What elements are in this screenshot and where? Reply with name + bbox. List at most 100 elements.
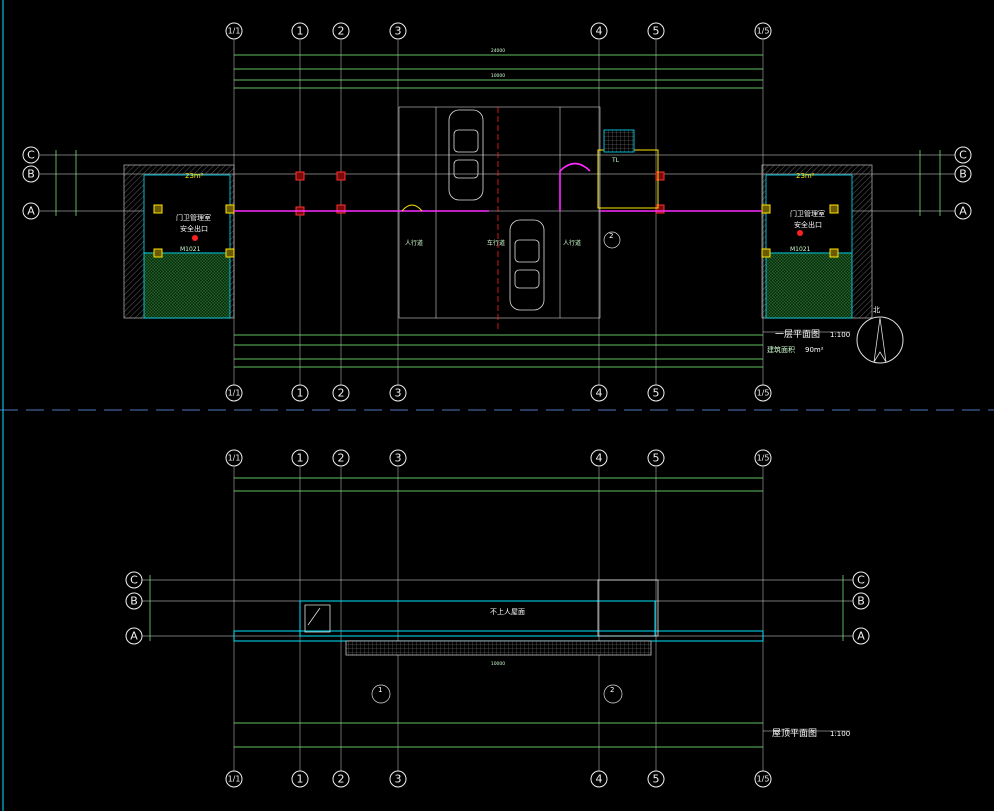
column-1 bbox=[225, 204, 235, 214]
plan-1: 24000 10000 23m² 23m² 门卫管理室 安全出口 门卫管理室 安… bbox=[22, 22, 972, 402]
svg-text:1: 1 bbox=[297, 387, 304, 400]
plan1-axes-left: CB A bbox=[22, 146, 40, 220]
mid-label-1: 人行道 bbox=[405, 239, 423, 247]
column-8 bbox=[655, 171, 665, 181]
svg-text:3: 3 bbox=[395, 25, 402, 38]
right-exit-marker bbox=[797, 230, 803, 236]
car-bottom bbox=[509, 219, 545, 311]
svg-text:C: C bbox=[857, 574, 865, 587]
column-7 bbox=[336, 204, 346, 214]
right-sign: 安全出口 bbox=[794, 220, 822, 229]
column-11 bbox=[761, 248, 771, 258]
svg-text:5: 5 bbox=[653, 452, 660, 465]
left-area: 23m² bbox=[185, 172, 204, 180]
axis2-bubble-right-0: C bbox=[852, 571, 870, 589]
svg-text:1/1: 1/1 bbox=[228, 775, 241, 784]
roof-canopy-grid bbox=[345, 640, 652, 656]
svg-text:A: A bbox=[27, 205, 35, 218]
left-guardhouse-toilet bbox=[143, 252, 231, 319]
axis-bubble-bottom-4: 4 bbox=[590, 384, 608, 402]
svg-text:C: C bbox=[27, 149, 35, 162]
axis-bubble-top-6: 1/5 bbox=[754, 22, 772, 40]
svg-text:1: 1 bbox=[297, 25, 304, 38]
axis-bubble-left-1: B bbox=[22, 165, 40, 183]
roof-parapet bbox=[299, 600, 656, 637]
svg-text:1/1: 1/1 bbox=[228, 454, 241, 463]
plan2-scale: 1:100 bbox=[830, 730, 850, 738]
left-exit-marker bbox=[192, 235, 198, 241]
right-area: 23m² bbox=[796, 172, 815, 180]
svg-text:4: 4 bbox=[596, 387, 603, 400]
svg-text:3: 3 bbox=[395, 452, 402, 465]
axis2-bubble-top-4: 4 bbox=[590, 449, 608, 467]
svg-text:2: 2 bbox=[338, 773, 345, 786]
axis-bubble-bottom-6: 1/5 bbox=[754, 384, 772, 402]
plan1-columns bbox=[153, 171, 839, 258]
svg-text:5: 5 bbox=[653, 25, 660, 38]
column-10 bbox=[761, 204, 771, 214]
axis2-bubble-bottom-2: 2 bbox=[332, 770, 350, 788]
axis2-bubble-left-2: A bbox=[125, 627, 143, 645]
roof-stair-house bbox=[597, 579, 659, 637]
axis2-bubble-top-5: 5 bbox=[647, 449, 665, 467]
svg-text:5: 5 bbox=[653, 773, 660, 786]
plan1-area-value: 90m² bbox=[805, 346, 824, 354]
svg-text:1/5: 1/5 bbox=[757, 389, 770, 398]
axis-bubble-top-2: 2 bbox=[332, 22, 350, 40]
axis-bubble-bottom-1: 1 bbox=[291, 384, 309, 402]
gate-canopy-outline bbox=[398, 106, 601, 319]
axis2-bubble-top-6: 1/5 bbox=[754, 449, 772, 467]
axis-bubble-top-0: 1/1 bbox=[225, 22, 243, 40]
detail-mark-1: 1 bbox=[378, 686, 382, 694]
svg-text:4: 4 bbox=[596, 25, 603, 38]
axis2-bubble-top-1: 1 bbox=[291, 449, 309, 467]
detail-mark-plan1: 2 bbox=[609, 232, 613, 240]
stair-block bbox=[603, 129, 635, 153]
plan1-scale: 1:100 bbox=[830, 331, 850, 339]
axis-bubble-bottom-5: 5 bbox=[647, 384, 665, 402]
detail-bubble-2 bbox=[603, 684, 623, 704]
roof-label: 不上人屋面 bbox=[490, 607, 525, 616]
axis2-bubble-left-1: B bbox=[125, 592, 143, 610]
svg-text:1: 1 bbox=[297, 452, 304, 465]
left-guardhouse-room bbox=[143, 174, 231, 254]
north-arrow bbox=[856, 316, 904, 364]
svg-text:1/5: 1/5 bbox=[757, 454, 770, 463]
guard-door-arc bbox=[559, 162, 591, 211]
axis2-bubble-top-3: 3 bbox=[389, 449, 407, 467]
plan1-title: 一层平面图 bbox=[775, 329, 820, 340]
axis2-bubble-bottom-6: 1/5 bbox=[754, 770, 772, 788]
axis-bubble-top-1: 1 bbox=[291, 22, 309, 40]
svg-text:4: 4 bbox=[596, 773, 603, 786]
column-9 bbox=[655, 204, 665, 214]
column-0 bbox=[153, 204, 163, 214]
axis-bubble-right-1: B bbox=[954, 165, 972, 183]
roof-hatch-left bbox=[304, 604, 331, 633]
axis2-bubble-bottom-1: 1 bbox=[291, 770, 309, 788]
svg-text:C: C bbox=[959, 149, 967, 162]
axis2-bubble-bottom-5: 5 bbox=[647, 770, 665, 788]
axis-bubble-right-0: C bbox=[954, 146, 972, 164]
axis2-bubble-left-0: C bbox=[125, 571, 143, 589]
svg-text:2: 2 bbox=[338, 452, 345, 465]
plan1-axes-right: CB A bbox=[954, 146, 972, 220]
axis-bubble-left-2: A bbox=[22, 202, 40, 220]
svg-text:A: A bbox=[959, 205, 967, 218]
left-sign: 安全出口 bbox=[180, 224, 208, 233]
svg-text:B: B bbox=[959, 168, 967, 181]
north-label: 北 bbox=[873, 306, 880, 314]
mid-label-2: 车行道 bbox=[487, 239, 505, 247]
right-guardhouse-toilet bbox=[765, 252, 853, 319]
svg-text:1/5: 1/5 bbox=[757, 775, 770, 784]
right-door: M1021 bbox=[790, 246, 811, 253]
axis2-bubble-top-2: 2 bbox=[332, 449, 350, 467]
axis-bubble-bottom-3: 3 bbox=[389, 384, 407, 402]
axis-bubble-bottom-0: 1/1 bbox=[225, 384, 243, 402]
top-middle-dim: 10000 bbox=[491, 73, 505, 79]
svg-text:B: B bbox=[27, 168, 35, 181]
axis-bubble-top-3: 3 bbox=[389, 22, 407, 40]
